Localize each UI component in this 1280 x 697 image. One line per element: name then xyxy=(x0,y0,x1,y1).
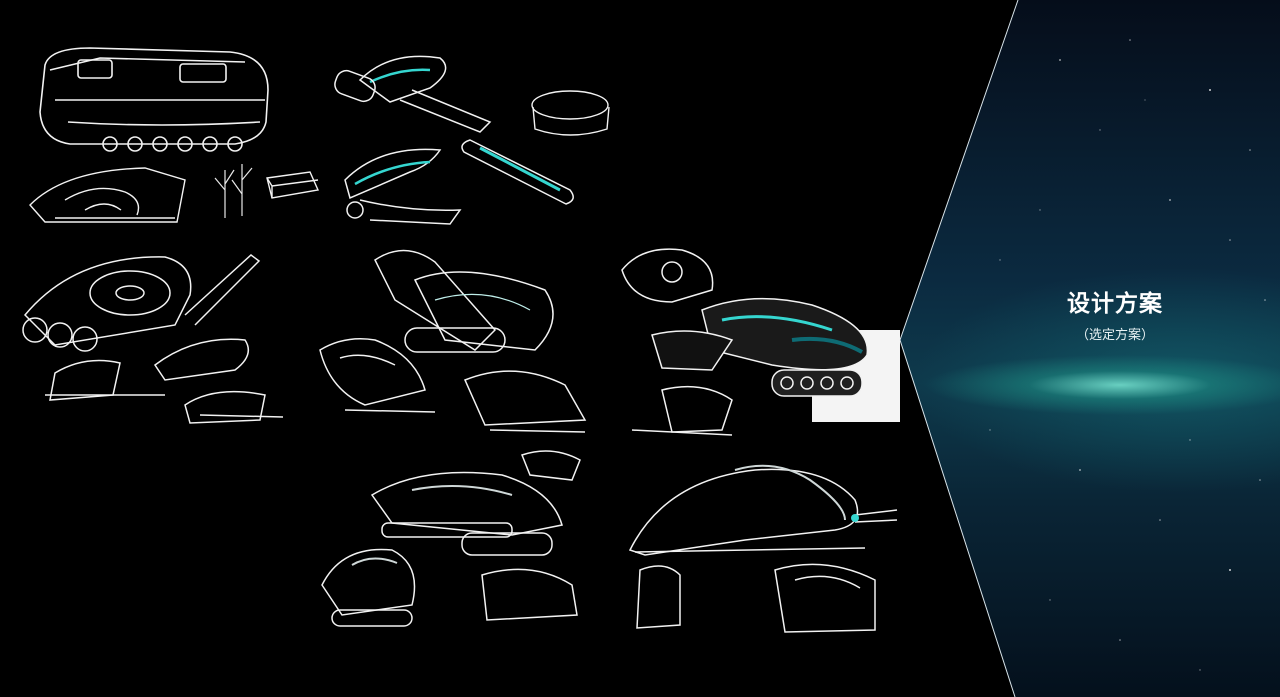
tracked-pod-variants-sketch xyxy=(312,445,602,635)
pod-track-sketch xyxy=(330,140,470,230)
selected-pod-rendering xyxy=(612,240,902,450)
tree-sketch xyxy=(210,150,260,220)
arm-track-vehicle-sketch xyxy=(330,40,580,220)
small-block-sketch xyxy=(262,168,322,204)
slide-subtitle: （选定方案） xyxy=(1075,328,1154,343)
tracked-cabin-vehicle-sketch xyxy=(30,40,280,160)
wedge-pod-cluster-sketch xyxy=(315,240,595,440)
egg-pod-vehicle-sketch xyxy=(15,245,295,435)
round-pod-sketch xyxy=(525,85,620,145)
title-block: 设计方案 （选定方案） xyxy=(1030,284,1200,343)
cabin-interior-sketch xyxy=(25,160,195,240)
final-pod-vehicle-sketch xyxy=(625,460,900,640)
slide-title: 设计方案 xyxy=(1067,291,1163,317)
